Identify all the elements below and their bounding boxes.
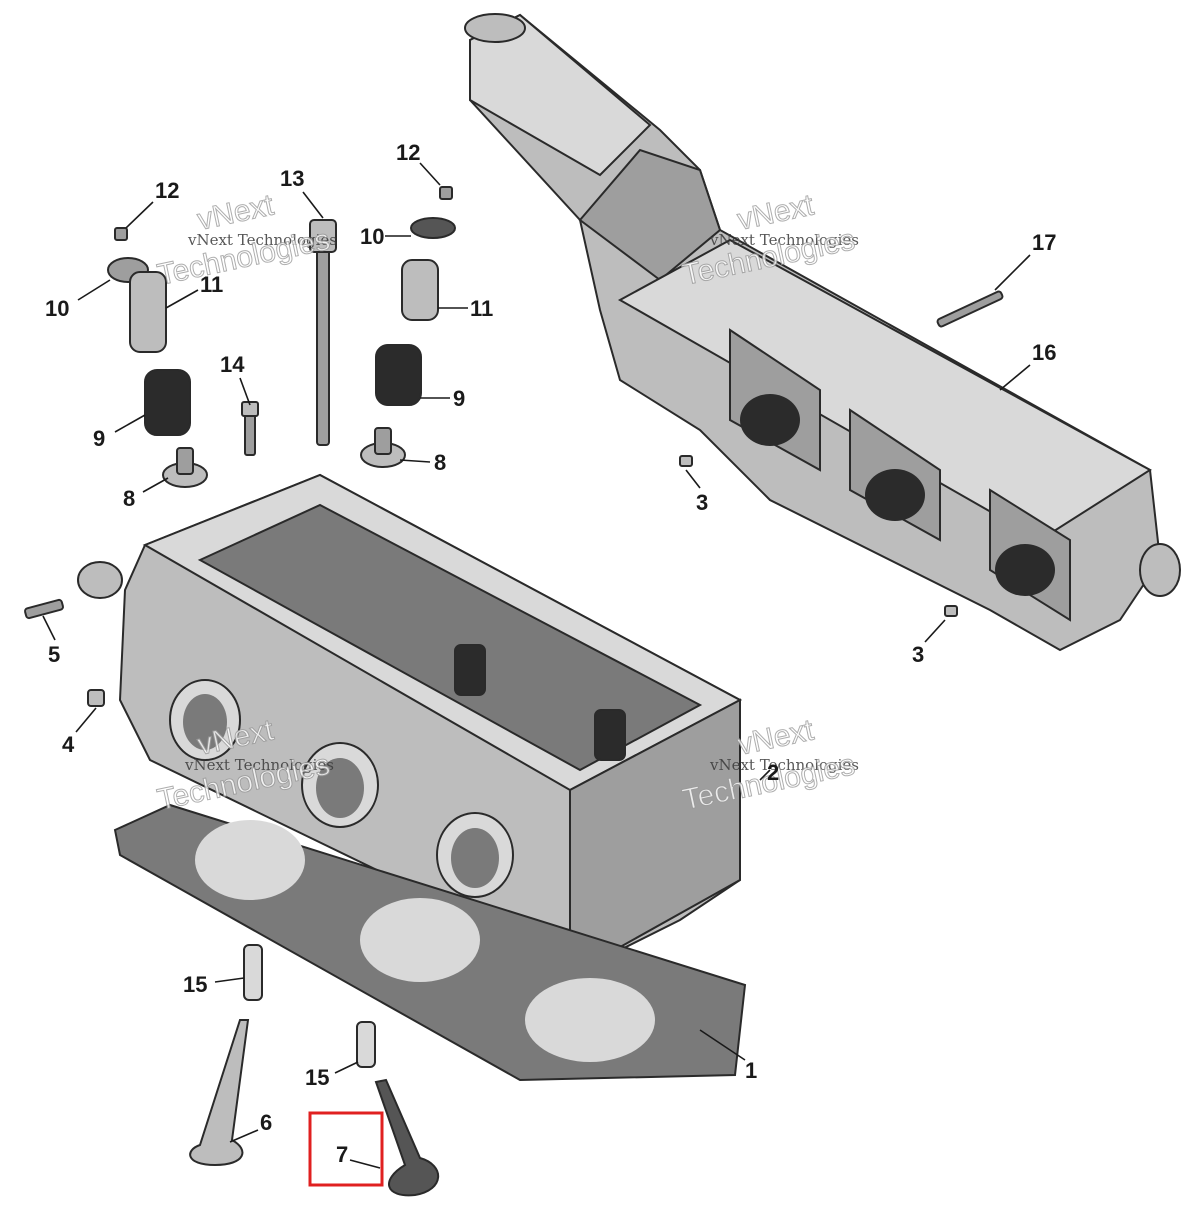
outer-valve-spring-part: [144, 369, 191, 436]
stud-part: [24, 598, 64, 620]
spring-retainer-part: [410, 217, 456, 239]
inner-valve-spring-part: [129, 271, 167, 353]
valve-stem-seal-part: [360, 427, 406, 468]
svg-text:vNext: vNext: [735, 713, 818, 761]
valve-keeper-part: [114, 227, 128, 241]
label-15: 15: [183, 972, 207, 997]
svg-text:vNext: vNext: [735, 188, 818, 236]
label-10: 10: [360, 224, 384, 249]
outer-valve-spring-part: [375, 344, 422, 406]
label-3: 3: [912, 642, 924, 667]
leader-lines: [42, 162, 1031, 1169]
head-bolt-part: [309, 219, 337, 446]
bolt-part: [241, 401, 259, 456]
part-labels: 1 2 3 3 4 5 6 7 8 8 9 9 10 10 11 11 12 1…: [45, 140, 1056, 1167]
label-12: 12: [155, 178, 179, 203]
manifold-bolt-part: [936, 290, 1004, 328]
label-6: 6: [260, 1110, 272, 1135]
cylinder-head-part: [77, 473, 743, 977]
label-1: 1: [745, 1058, 757, 1083]
label-9: 9: [453, 386, 465, 411]
exhaust-valve-part: [374, 1078, 440, 1197]
label-8: 8: [434, 450, 446, 475]
label-8: 8: [123, 486, 135, 511]
head-gasket-part: [113, 803, 747, 1082]
dowel-pin-part: [944, 605, 958, 617]
svg-text:vNext Technologies: vNext Technologies: [184, 756, 334, 774]
label-7: 7: [336, 1142, 348, 1167]
label-17: 17: [1032, 230, 1056, 255]
valve-keeper-part: [439, 186, 453, 200]
highlight-box: [308, 1111, 384, 1187]
label-15: 15: [305, 1065, 329, 1090]
svg-text:vNext Technologies: vNext Technologies: [709, 231, 859, 249]
label-11: 11: [200, 272, 223, 297]
dowel-pin-part: [679, 455, 693, 467]
inner-valve-spring-part: [401, 259, 439, 321]
label-4: 4: [62, 732, 75, 757]
label-3: 3: [696, 490, 708, 515]
svg-text:vNext Technologies: vNext Technologies: [709, 756, 859, 774]
label-2: 2: [767, 760, 779, 785]
intake-valve-part: [189, 1019, 250, 1167]
label-5: 5: [48, 642, 60, 667]
svg-text:vNext: vNext: [195, 188, 278, 236]
valve-guide-part: [243, 944, 263, 1001]
label-12: 12: [396, 140, 420, 165]
valve-guide-part: [356, 1021, 376, 1068]
watermark: vNext vNext Technologies Technologies: [154, 188, 337, 292]
label-13: 13: [280, 166, 304, 191]
valve-stem-seal-part: [162, 447, 208, 488]
exhaust-manifold-part: [464, 13, 1181, 652]
svg-text:vNext Technologies: vNext Technologies: [187, 231, 337, 249]
label-11: 11: [470, 296, 493, 321]
label-10: 10: [45, 296, 69, 321]
dowel-pin-part: [87, 689, 105, 707]
label-9: 9: [93, 426, 105, 451]
label-16: 16: [1032, 340, 1056, 365]
label-14: 14: [220, 352, 245, 377]
